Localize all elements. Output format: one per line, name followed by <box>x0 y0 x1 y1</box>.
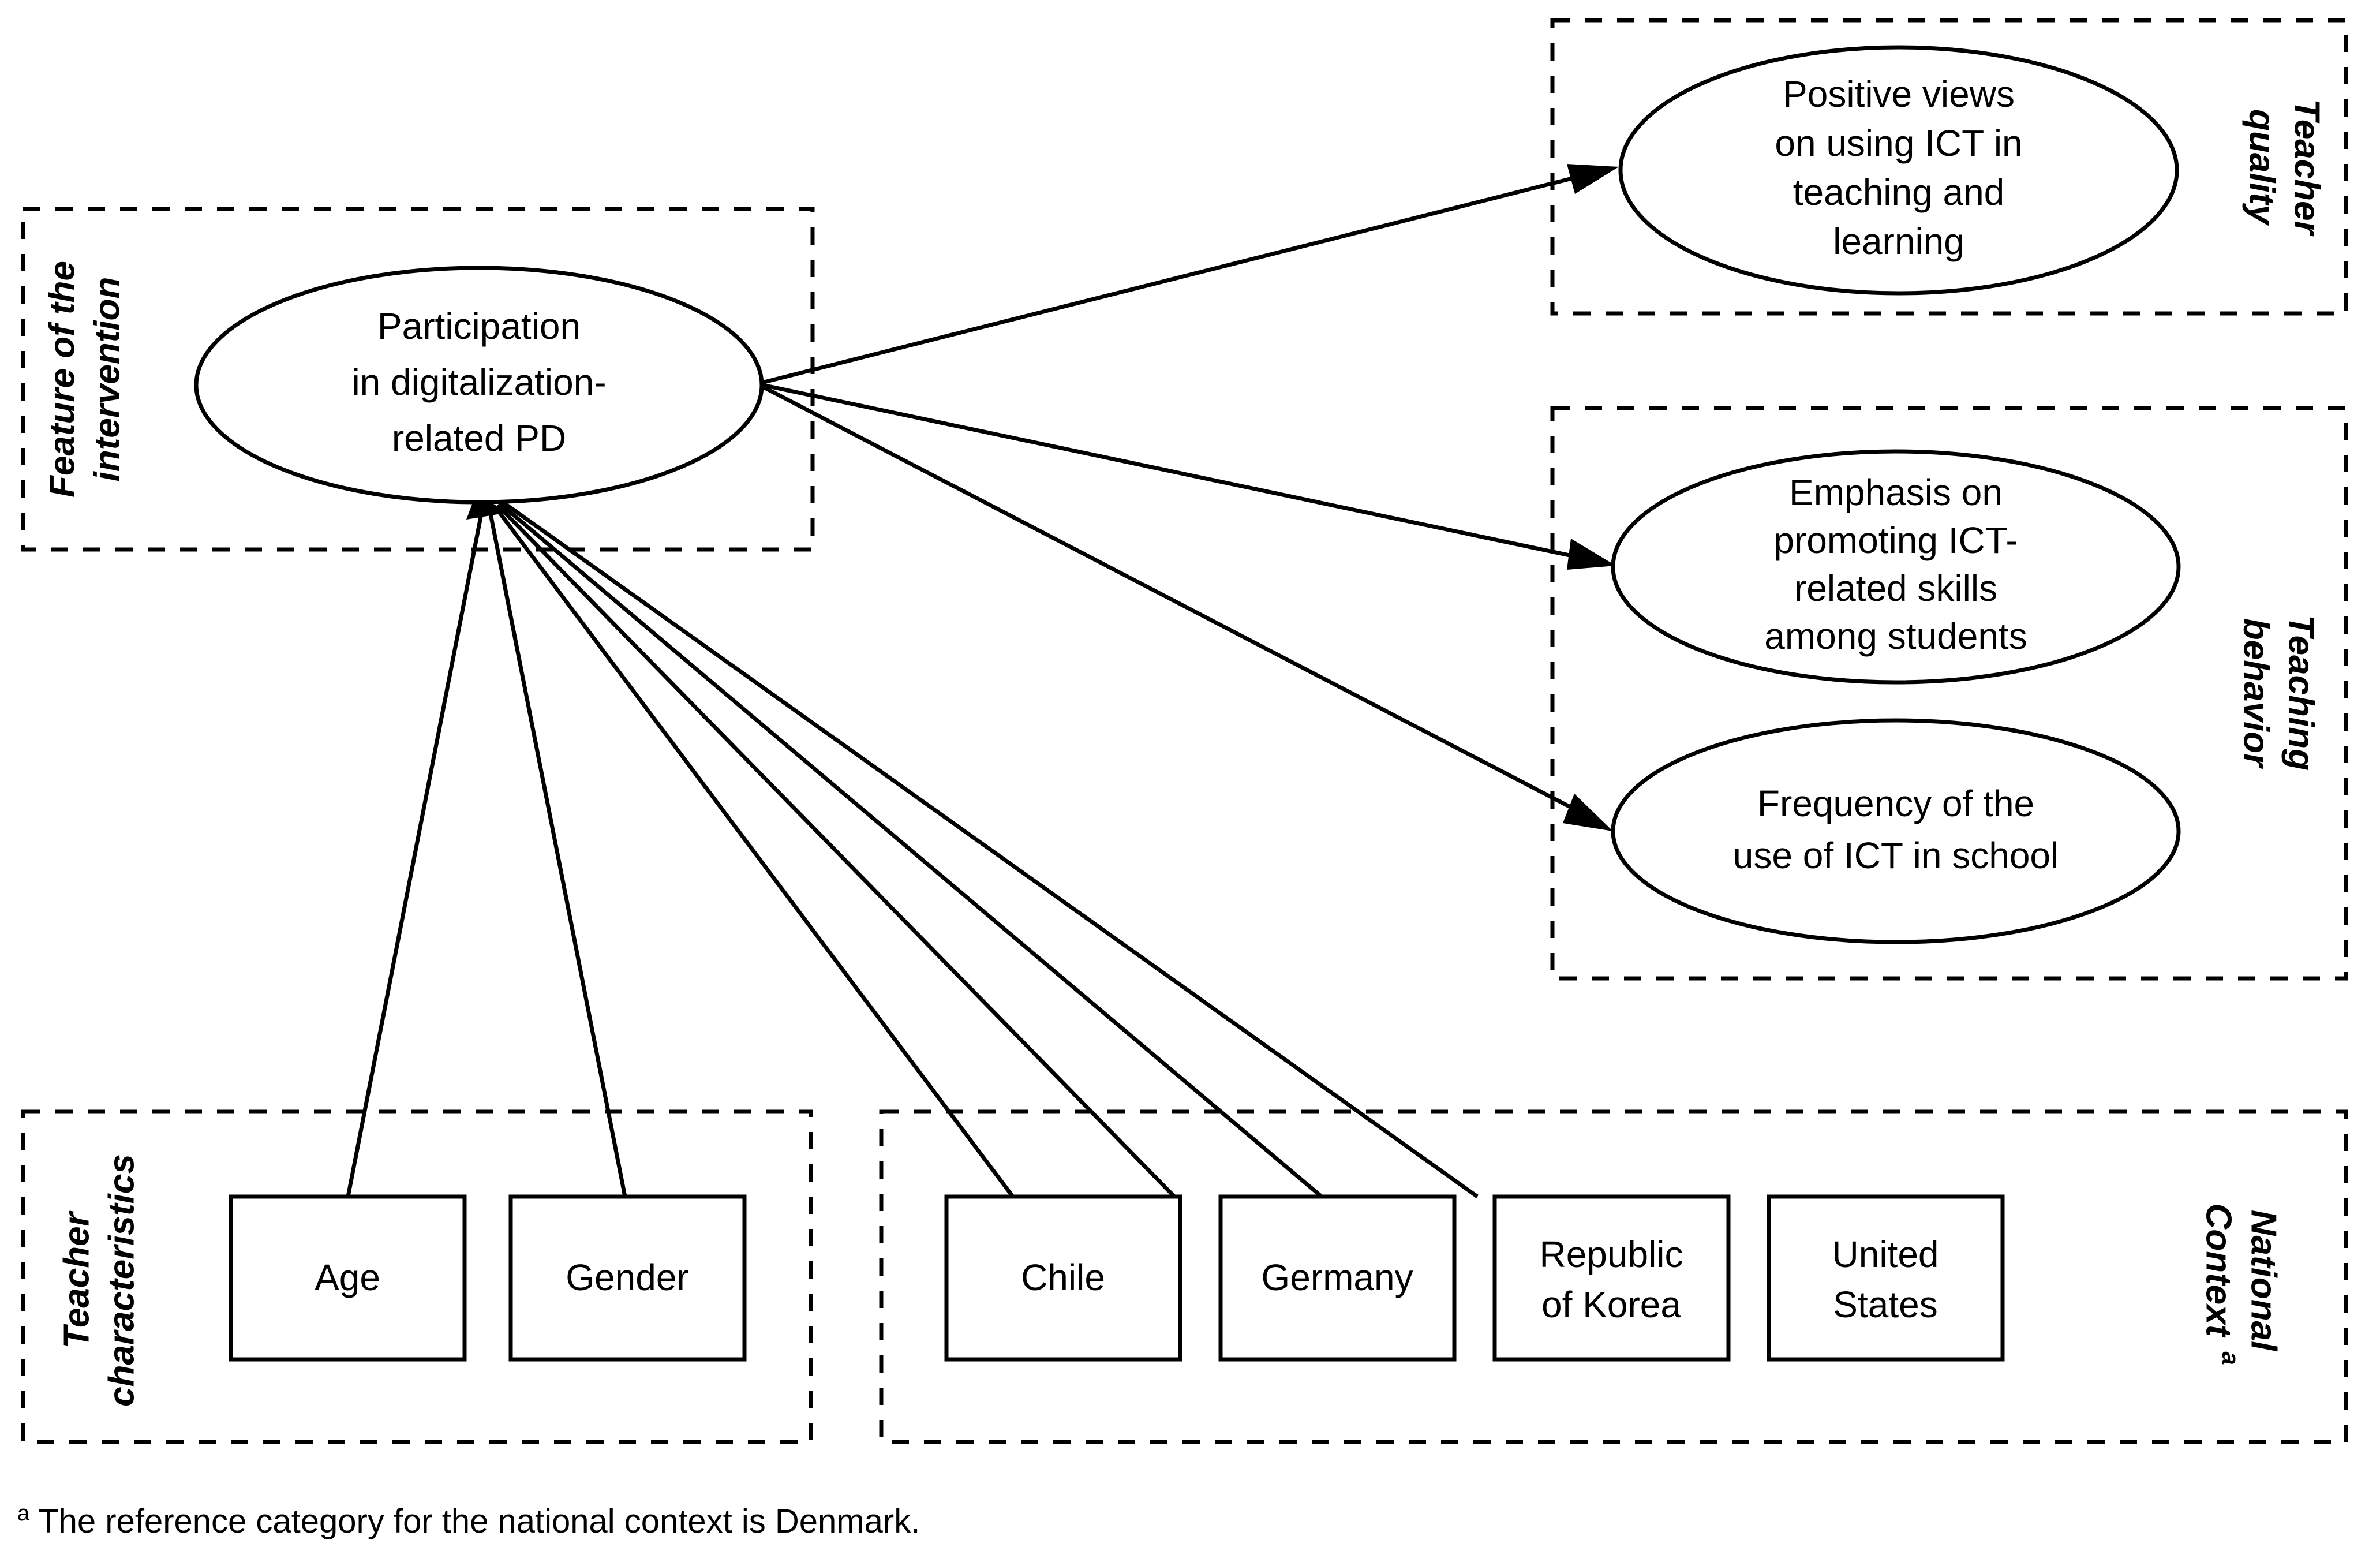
node-republic-of-korea-line-1: Republic <box>1539 1234 1683 1275</box>
group-label-teacher-characteristics-line-2: characteristics <box>102 1154 141 1407</box>
footnote-body: The reference category for the national … <box>29 1503 920 1540</box>
node-gender-label: Gender <box>566 1257 688 1298</box>
group-label-teaching-behavior: Teaching behavior <box>2236 615 2321 771</box>
node-frequency-ict-line-2: use of ICT in school <box>1733 835 2059 876</box>
node-united-states[interactable]: United States <box>1767 1194 2005 1362</box>
node-positive-views[interactable]: Positive views on using ICT in teaching … <box>1618 45 2179 296</box>
edge-germany-to-participation <box>496 503 1176 1198</box>
node-emphasis-ict-line-1: Emphasis on <box>1789 472 2003 513</box>
edge-participation-to-frequency-ict <box>756 382 1613 831</box>
node-emphasis-ict-line-3: related skills <box>1794 567 1997 609</box>
node-age-label: Age <box>315 1257 380 1298</box>
node-positive-views-line-1: Positive views <box>1783 73 2015 115</box>
node-republic-of-korea-line-2: of Korea <box>1541 1284 1681 1325</box>
node-emphasis-ict[interactable]: Emphasis on promoting ICT- related skill… <box>1611 449 2181 685</box>
group-label-teaching-behavior-line-1: Teaching <box>2281 615 2321 771</box>
node-germany-label: Germany <box>1261 1257 1413 1298</box>
node-participation-line-2: in digitalization- <box>351 361 606 403</box>
node-chile[interactable]: Chile <box>944 1194 1182 1362</box>
group-box-national-context <box>879 1109 2348 1444</box>
group-label-teaching-behavior-line-2: behavior <box>2236 618 2276 769</box>
edge-participation-to-positive-views <box>757 164 1619 386</box>
node-positive-views-line-3: teaching and <box>1793 171 2005 213</box>
group-box-teacher-characteristics <box>21 1109 813 1444</box>
node-frequency-ict[interactable]: Frequency of the use of ICT in school <box>1611 718 2181 944</box>
node-positive-views-line-2: on using ICT in <box>1775 122 2022 164</box>
footnote-marker: a <box>17 1501 30 1526</box>
svg-text:a The reference category for t: a The reference category for the nationa… <box>17 1501 920 1540</box>
edge-united-states-to-participation <box>500 500 1479 1198</box>
node-positive-views-line-4: learning <box>1833 221 1964 262</box>
node-germany[interactable]: Germany <box>1218 1194 1457 1362</box>
group-label-feature-of-intervention: Feature of the intervention <box>42 261 127 498</box>
group-label-feature-line-1: Feature of the <box>42 261 82 498</box>
node-age[interactable]: Age <box>229 1194 467 1362</box>
group-label-national-context: National Context a <box>2199 1204 2284 1365</box>
footnote: a The reference category for the nationa… <box>17 1501 920 1540</box>
node-participation[interactable]: Participation in digitalization- related… <box>194 266 764 505</box>
node-emphasis-ict-line-2: promoting ICT- <box>1773 520 2018 561</box>
group-label-teacher-characteristics: Teacher characteristics <box>57 1154 141 1407</box>
group-label-feature-line-2: intervention <box>87 277 127 482</box>
group-label-teacher-quality-line-1: Teacher <box>2287 99 2327 236</box>
edge-gender-to-participation <box>487 507 627 1197</box>
group-label-national-context-line-2: Context <box>2199 1204 2239 1338</box>
node-chile-label: Chile <box>1021 1257 1105 1298</box>
node-gender[interactable]: Gender <box>508 1194 747 1362</box>
group-label-teacher-characteristics-line-1: Teacher <box>57 1210 96 1348</box>
group-label-teacher-quality-line-2: quality <box>2242 109 2282 226</box>
node-frequency-ict-line-1: Frequency of the <box>1757 783 2034 824</box>
arrowhead-positive-views <box>1567 164 1619 194</box>
node-emphasis-ict-line-4: among students <box>1764 615 2027 657</box>
group-box-teacher-quality <box>1550 18 2348 316</box>
node-participation-line-3: related PD <box>392 417 566 459</box>
node-republic-of-korea[interactable]: Republic of Korea <box>1492 1194 1731 1362</box>
group-label-national-context-superscript: a <box>2217 1351 2244 1365</box>
node-united-states-line-1: United <box>1832 1234 1939 1275</box>
node-participation-line-1: Participation <box>377 305 581 347</box>
group-box-feature-of-intervention <box>21 207 815 552</box>
edge-republic-of-korea-to-participation <box>498 502 1323 1198</box>
group-label-teacher-quality: Teacher quality <box>2242 99 2327 236</box>
edge-chile-to-participation <box>493 505 1015 1198</box>
edge-participation-to-emphasis-ict <box>757 382 1616 570</box>
node-united-states-line-2: States <box>1833 1284 1937 1325</box>
group-label-national-context-line-1: National <box>2244 1210 2284 1352</box>
group-box-teaching-behavior <box>1550 406 2348 981</box>
arrowhead-frequency-ict <box>1563 794 1613 831</box>
arrowhead-emphasis-ict <box>1567 539 1616 570</box>
edge-age-to-participation <box>346 507 485 1197</box>
